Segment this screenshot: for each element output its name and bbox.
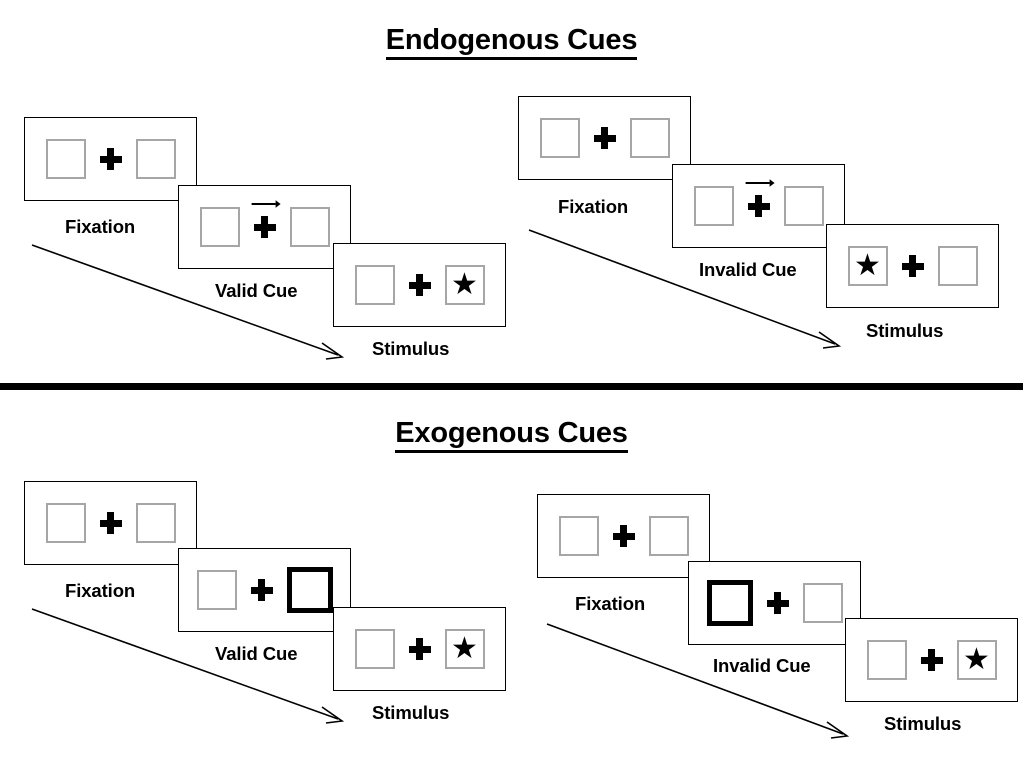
plus-cross-icon bbox=[99, 148, 122, 170]
plus-cross-icon bbox=[99, 512, 122, 534]
star-icon: ★ bbox=[451, 631, 478, 665]
frame-content bbox=[199, 200, 330, 247]
frame-content: ★ bbox=[354, 629, 485, 669]
frame-content bbox=[45, 503, 176, 543]
stage-label-invalid-cue: Invalid Cue bbox=[713, 655, 811, 676]
frame-content: ★ bbox=[866, 640, 997, 680]
fixation-cross-group bbox=[251, 200, 281, 238]
trial-frame-panel[interactable] bbox=[688, 561, 861, 645]
frame-content: ★ bbox=[354, 265, 485, 305]
arrow-right-icon bbox=[745, 179, 775, 187]
frame-content: ★ bbox=[847, 246, 978, 286]
target-square: ★ bbox=[956, 640, 997, 680]
timeline-arrow-icon bbox=[528, 229, 842, 349]
plus-cross-icon bbox=[253, 216, 276, 238]
trial-frame-panel[interactable] bbox=[178, 548, 351, 632]
frame-content bbox=[693, 179, 824, 226]
placeholder-square-icon bbox=[783, 186, 824, 226]
fixation-cross-group bbox=[408, 638, 431, 660]
timeline-arrow-icon bbox=[546, 623, 850, 739]
stage-label-invalid-cue: Invalid Cue bbox=[699, 259, 797, 280]
fixation-cross-group bbox=[593, 127, 616, 149]
trial-frame-panel[interactable] bbox=[24, 481, 197, 565]
placeholder-square-icon bbox=[558, 516, 599, 556]
trial-frame-panel[interactable] bbox=[537, 494, 710, 578]
target-square: ★ bbox=[444, 265, 485, 305]
arrow-right-icon bbox=[251, 200, 281, 208]
star-icon: ★ bbox=[854, 248, 881, 282]
placeholder-square-icon bbox=[539, 118, 580, 158]
stage-label-fixation: Fixation bbox=[65, 216, 136, 237]
stage-label-stimulus: Stimulus bbox=[372, 702, 450, 723]
fixation-cross-group bbox=[612, 525, 635, 547]
trial-frame-panel[interactable] bbox=[672, 164, 845, 248]
section-divider bbox=[0, 383, 1023, 390]
star-icon: ★ bbox=[963, 642, 990, 676]
section-title-exogenous: Exogenous Cues bbox=[0, 417, 1023, 453]
frame-content bbox=[706, 580, 843, 626]
highlighted-square-icon bbox=[706, 580, 753, 626]
plus-cross-icon bbox=[612, 525, 635, 547]
stage-label-stimulus: Stimulus bbox=[866, 320, 944, 341]
highlighted-square-icon bbox=[286, 567, 333, 613]
stage-label-fixation: Fixation bbox=[575, 593, 646, 614]
stage-label-fixation: Fixation bbox=[65, 580, 136, 601]
section-title-exogenous-text: Exogenous Cues bbox=[395, 417, 628, 453]
fixation-cross-group bbox=[250, 579, 273, 601]
frame-content bbox=[558, 516, 689, 556]
stage-label-valid-cue: Valid Cue bbox=[215, 643, 298, 664]
trial-frame-panel[interactable]: ★ bbox=[333, 607, 506, 691]
trial-frame-panel[interactable]: ★ bbox=[333, 243, 506, 327]
target-square: ★ bbox=[847, 246, 888, 286]
star-icon: ★ bbox=[451, 267, 478, 301]
section-title-endogenous: Endogenous Cues bbox=[0, 24, 1023, 60]
plus-cross-icon bbox=[747, 195, 770, 217]
trial-frame-panel[interactable] bbox=[178, 185, 351, 269]
fixation-cross-group bbox=[901, 255, 924, 277]
placeholder-square-icon bbox=[135, 139, 176, 179]
fixation-cross-group bbox=[99, 148, 122, 170]
timeline-arrow-icon bbox=[31, 244, 345, 360]
plus-cross-icon bbox=[250, 579, 273, 601]
placeholder-square-icon bbox=[289, 207, 330, 247]
trial-frame-panel[interactable] bbox=[518, 96, 691, 180]
placeholder-square-icon bbox=[866, 640, 907, 680]
plus-cross-icon bbox=[593, 127, 616, 149]
fixation-cross-group bbox=[920, 649, 943, 671]
placeholder-square-icon bbox=[648, 516, 689, 556]
plus-cross-icon bbox=[408, 638, 431, 660]
fixation-cross-group bbox=[766, 592, 789, 614]
fixation-cross-group bbox=[745, 179, 775, 217]
placeholder-square-icon bbox=[802, 583, 843, 623]
fixation-cross-group bbox=[99, 512, 122, 534]
stage-label-stimulus: Stimulus bbox=[884, 713, 962, 734]
placeholder-square-icon bbox=[354, 265, 395, 305]
placeholder-square-icon bbox=[199, 207, 240, 247]
frame-content bbox=[539, 118, 670, 158]
placeholder-square-icon bbox=[354, 629, 395, 669]
stage-label-valid-cue: Valid Cue bbox=[215, 280, 298, 301]
trial-frame-panel[interactable]: ★ bbox=[845, 618, 1018, 702]
frame-content bbox=[196, 567, 333, 613]
trial-frame-panel[interactable]: ★ bbox=[826, 224, 999, 308]
plus-cross-icon bbox=[408, 274, 431, 296]
placeholder-square-icon bbox=[45, 139, 86, 179]
target-square: ★ bbox=[444, 629, 485, 669]
stage-label-stimulus: Stimulus bbox=[372, 338, 450, 359]
plus-cross-icon bbox=[901, 255, 924, 277]
placeholder-square-icon bbox=[45, 503, 86, 543]
placeholder-square-icon bbox=[693, 186, 734, 226]
timeline-arrow-icon bbox=[31, 608, 345, 724]
placeholder-square-icon bbox=[196, 570, 237, 610]
placeholder-square-icon bbox=[135, 503, 176, 543]
plus-cross-icon bbox=[766, 592, 789, 614]
trial-frame-panel[interactable] bbox=[24, 117, 197, 201]
placeholder-square-icon bbox=[629, 118, 670, 158]
stage-label-fixation: Fixation bbox=[558, 196, 629, 217]
frame-content bbox=[45, 139, 176, 179]
placeholder-square-icon bbox=[937, 246, 978, 286]
section-title-endogenous-text: Endogenous Cues bbox=[385, 24, 637, 60]
fixation-cross-group bbox=[408, 274, 431, 296]
plus-cross-icon bbox=[920, 649, 943, 671]
